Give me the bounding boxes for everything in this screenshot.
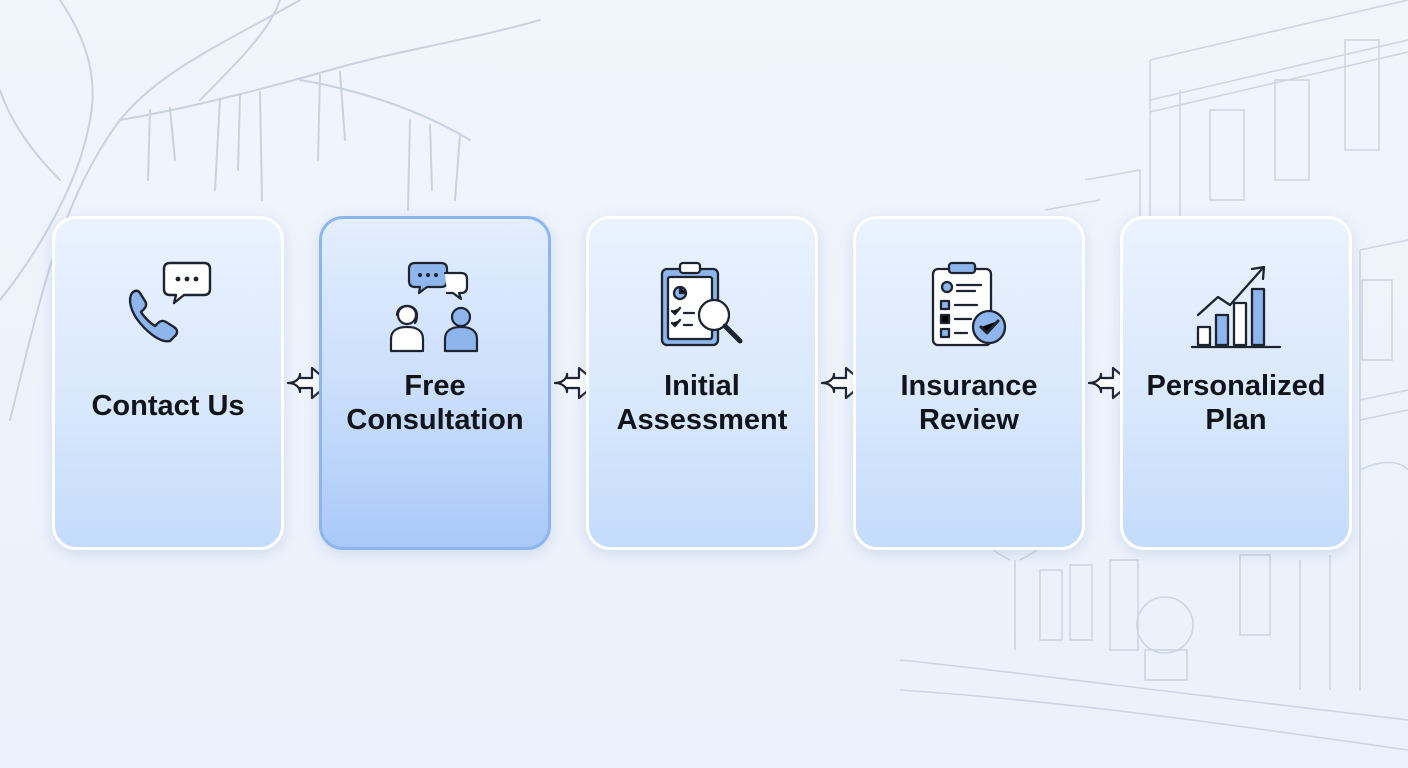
- people-conversation-icon: [389, 261, 479, 353]
- growth-chart-icon: [1190, 265, 1282, 349]
- step-contact-us: Contact Us: [52, 216, 284, 550]
- step-label: Contact Us: [91, 390, 245, 422]
- phone-chat-icon: [128, 261, 212, 343]
- clipboard-magnifier-icon: [660, 261, 743, 347]
- checklist-approved-icon: [931, 261, 1007, 347]
